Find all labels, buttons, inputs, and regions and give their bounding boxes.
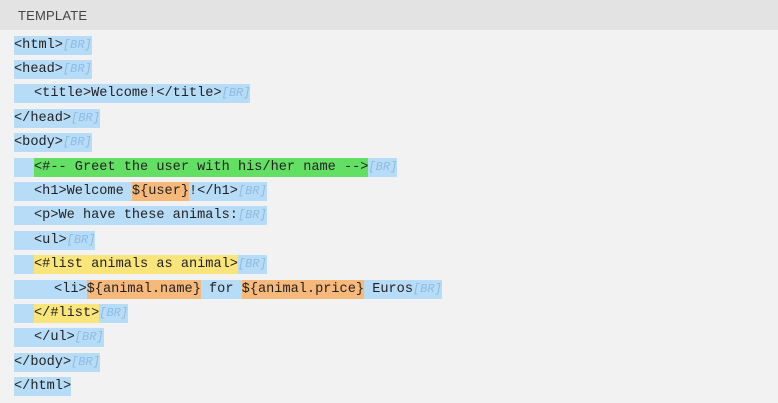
code-line: <ul>[BR] <box>0 228 778 252</box>
text-segment: <html> <box>14 35 63 55</box>
panel-title: TEMPLATE <box>18 7 88 23</box>
code-line: <#list animals as animal>[BR] <box>0 253 778 277</box>
code-line: <title>Welcome!</title>[BR] <box>0 82 778 106</box>
text-segment: <li> <box>54 279 87 299</box>
line-break-marker: [BR] <box>368 157 398 177</box>
code-line: </ul>[BR] <box>0 326 778 350</box>
text-segment: <h1>Welcome <box>34 182 132 202</box>
line-break-marker: [BR] <box>412 279 442 299</box>
indent-highlight <box>14 328 34 348</box>
comment-segment: <#-- Greet the user with his/her name --… <box>34 157 369 177</box>
text-segment: for <box>200 279 242 299</box>
code-line: <p>We have these animals:[BR] <box>0 204 778 228</box>
template-code-view: <html>[BR]<head>[BR]<title>Welcome!</tit… <box>0 30 778 399</box>
line-break-marker: [BR] <box>66 230 96 250</box>
text-segment: <p>We have these animals: <box>34 206 238 226</box>
text-segment: <head> <box>14 60 63 80</box>
indent-highlight <box>14 157 34 177</box>
directive-segment: <#list animals as animal> <box>34 255 238 275</box>
interp-segment: ${animal.price} <box>241 279 365 299</box>
line-break-marker: [BR] <box>71 352 100 372</box>
line-break-marker: [BR] <box>62 60 92 80</box>
code-line: </#list>[BR] <box>0 301 778 325</box>
line-break-marker: [BR] <box>237 206 267 226</box>
line-break-marker: [BR] <box>62 133 92 153</box>
panel-header: TEMPLATE <box>0 0 778 30</box>
text-segment: </ul> <box>34 328 75 348</box>
text-segment: <ul> <box>34 230 67 250</box>
code-line: </html> <box>0 374 778 398</box>
code-line: <h1>Welcome ${user}!</h1>[BR] <box>0 179 778 203</box>
code-line: <#-- Greet the user with his/her name --… <box>0 155 778 179</box>
indent-highlight <box>14 230 34 250</box>
directive-segment: </#list> <box>34 303 100 323</box>
line-break-marker: [BR] <box>71 108 100 128</box>
text-segment: </head> <box>14 108 72 128</box>
indent-highlight <box>14 303 34 323</box>
line-break-marker: [BR] <box>62 35 92 55</box>
text-segment: <title>Welcome!</title> <box>34 84 222 104</box>
interp-segment: ${animal.name} <box>86 279 201 299</box>
indent-highlight <box>14 279 54 299</box>
indent-highlight <box>14 84 34 104</box>
text-segment: </html> <box>14 377 72 397</box>
text-segment: Euros <box>364 279 413 299</box>
line-break-marker: [BR] <box>237 182 267 202</box>
text-segment: <body> <box>14 133 63 153</box>
code-line: </head>[BR] <box>0 106 778 130</box>
interp-segment: ${user} <box>131 182 190 202</box>
text-segment: </body> <box>14 352 72 372</box>
text-segment: !</h1> <box>189 182 238 202</box>
line-break-marker: [BR] <box>74 328 104 348</box>
code-line: <li>${animal.name} for ${animal.price} E… <box>0 277 778 301</box>
indent-highlight <box>14 255 34 275</box>
line-break-marker: [BR] <box>99 303 129 323</box>
code-line: <body>[BR] <box>0 131 778 155</box>
code-line: <head>[BR] <box>0 57 778 81</box>
code-line: </body>[BR] <box>0 350 778 374</box>
line-break-marker: [BR] <box>237 255 267 275</box>
code-line: <html>[BR] <box>0 33 778 57</box>
line-break-marker: [BR] <box>221 84 251 104</box>
indent-highlight <box>14 206 34 226</box>
indent-highlight <box>14 182 34 202</box>
